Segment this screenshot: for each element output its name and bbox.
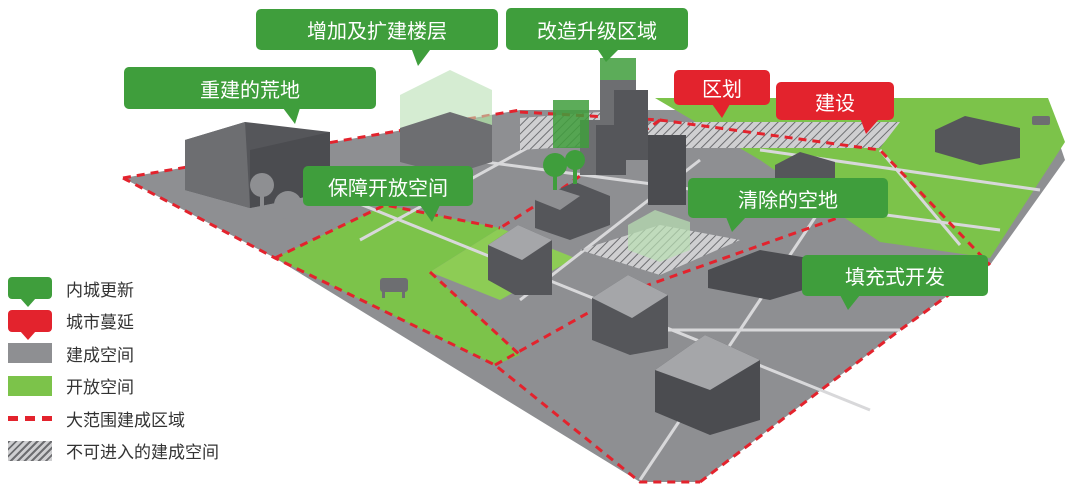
callout-construction: 建设 xyxy=(776,82,894,120)
legend-label: 城市蔓延 xyxy=(66,313,134,334)
legend: 内城更新 城市蔓延 建成空间 开放空间 大范围建成区域 不可进入的建成空间 xyxy=(8,272,268,467)
low-warehouse xyxy=(708,250,820,300)
hatched-block-swatch-icon xyxy=(8,440,52,461)
legend-label: 开放空间 xyxy=(66,378,134,399)
callout-cleared-land: 清除的空地 xyxy=(688,178,888,218)
callout-protect-open-space: 保障开放空间 xyxy=(303,166,473,206)
legend-item-open-space: 开放空间 xyxy=(8,370,268,403)
house-1 xyxy=(535,182,610,240)
legend-item-urban-sprawl: 城市蔓延 xyxy=(8,305,268,340)
callout-add-floors: 增加及扩建楼层 xyxy=(256,9,498,50)
gray-block-swatch-icon xyxy=(8,343,52,364)
trees xyxy=(250,150,585,247)
cleared-house-ghost xyxy=(628,210,690,262)
callout-infill-development: 填充式开发 xyxy=(802,255,988,296)
legend-label: 大范围建成区域 xyxy=(66,410,185,431)
green-block-swatch-icon xyxy=(8,375,52,396)
legend-label: 内城更新 xyxy=(66,280,134,301)
legend-label: 建成空间 xyxy=(66,345,134,366)
house-3 xyxy=(592,275,668,355)
red-dashed-line-swatch-icon xyxy=(8,415,52,421)
green-callout-swatch-icon xyxy=(8,277,52,308)
farm-barn xyxy=(935,116,1020,165)
callout-rebuild-wasteland: 重建的荒地 xyxy=(124,67,376,109)
red-callout-swatch-icon xyxy=(8,309,52,340)
house-2 xyxy=(488,225,552,295)
tower-buildings xyxy=(553,58,686,205)
callout-zoning: 区划 xyxy=(674,70,770,105)
legend-item-inner-city-renewal: 内城更新 xyxy=(8,272,268,308)
hatched-area-zoning xyxy=(630,122,900,148)
cow-left xyxy=(380,278,408,298)
legend-item-built-space: 建成空间 xyxy=(8,337,268,370)
legend-item-large-built-area: 大范围建成区域 xyxy=(8,402,268,435)
existing-low-building xyxy=(400,112,492,175)
callout-upgrade-area: 改造升级区域 xyxy=(506,8,688,50)
legend-item-inaccessible-built-space: 不可进入的建成空间 xyxy=(8,435,268,468)
cow-right xyxy=(1032,116,1050,125)
legend-label: 不可进入的建成空间 xyxy=(66,443,219,464)
callout-pointers xyxy=(283,50,880,310)
house-4 xyxy=(655,335,760,435)
